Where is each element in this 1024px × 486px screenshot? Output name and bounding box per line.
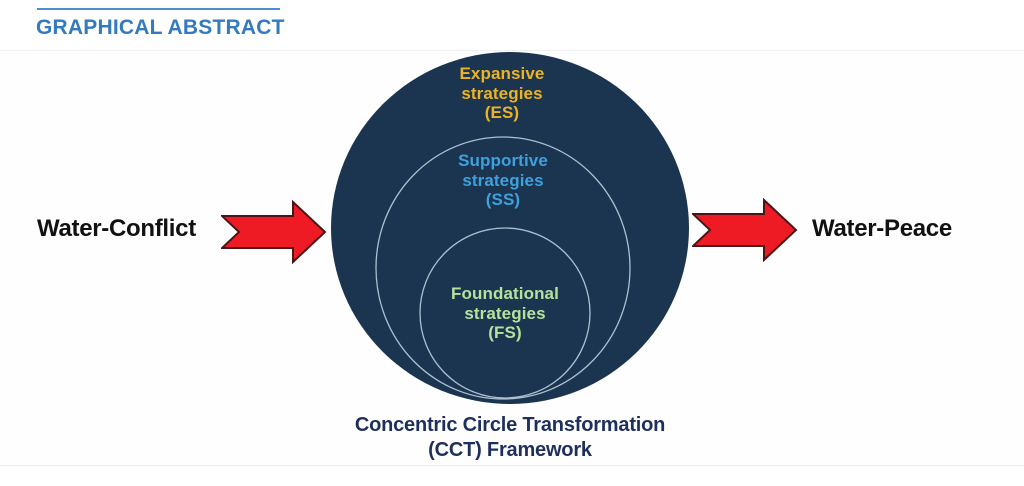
ring-label-line: strategies (464, 303, 546, 323)
ring-label-line: Supportive (458, 151, 548, 170)
ring-label-line: Expansive (459, 64, 545, 83)
ring-label-line: Foundational (451, 284, 559, 303)
ring-label-line: strategies (462, 170, 544, 190)
ring-label-supportive-strategies: Supportive strategies (SS) (403, 151, 603, 210)
water-conflict-label: Water-Conflict (37, 215, 196, 242)
water-peace-label: Water-Peace (812, 215, 952, 242)
notched-right-arrow-icon (692, 198, 798, 262)
header-rule (37, 8, 280, 10)
notched-right-arrow-icon (221, 200, 327, 264)
inner-circle-foundational (419, 227, 591, 399)
diagram-caption: Concentric Circle Transformation (CCT) F… (310, 413, 710, 463)
ring-label-expansive-strategies: Expansive strategies (ES) (402, 64, 602, 123)
ring-label-line: (SS) (485, 190, 521, 209)
ring-label-line: strategies (461, 83, 543, 103)
ring-label-line: (ES) (484, 103, 520, 122)
ring-label-foundational-strategies: Foundational strategies (FS) (405, 284, 605, 343)
graphical-abstract-heading: GRAPHICAL ABSTRACT (36, 16, 285, 39)
caption-line: Concentric Circle Transformation (354, 414, 666, 436)
caption-line: (CCT) Framework (428, 439, 592, 461)
middle-circle-supportive (375, 136, 631, 400)
ring-label-line: (FS) (488, 323, 522, 342)
